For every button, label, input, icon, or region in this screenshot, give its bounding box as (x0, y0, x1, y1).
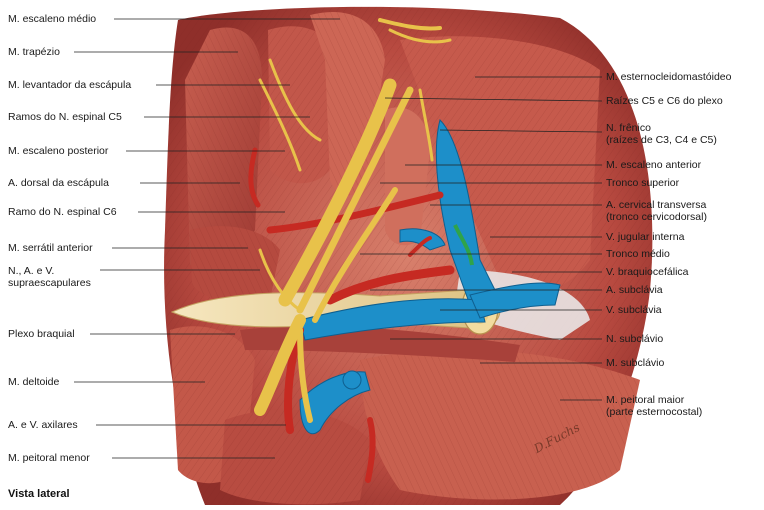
nerves (254, 18, 452, 423)
anterior-scalene-muscle (385, 107, 430, 246)
brachial-plexus-upper (278, 78, 397, 307)
label-deltoid: M. deltoide (8, 376, 60, 388)
dorsal-scapular-artery (248, 147, 261, 208)
label-c6-branch: Ramo do N. espinal C6 (8, 206, 117, 218)
subclavian-vein (299, 298, 486, 341)
leader-lines-right (360, 76, 603, 401)
label-pectoralis-minor: M. peitoral menor (8, 452, 90, 464)
caption: Vista lateral (8, 488, 70, 500)
green-vessel (453, 224, 474, 266)
label-trapezius: M. trapézio (8, 46, 60, 58)
label-subclavian-vein: V. subclávia (606, 304, 662, 316)
leader-lines-left (74, 18, 340, 459)
label-transverse-cervical-line1: A. cervical transversa (606, 199, 707, 211)
label-brachial-plexus: Plexo braquial (8, 328, 75, 340)
brachial-plexus-lower (254, 314, 306, 416)
label-pectoralis-major-line1: M. peitoral maior (606, 394, 685, 406)
label-superior-trunk: Tronco superior (606, 177, 680, 189)
label-suprascapular: N., A. e V. supraescapulares (8, 265, 91, 289)
label-axillary-vessels: A. e V. axilares (8, 419, 78, 431)
label-transverse-cervical-line2: (tronco cervicodorsal) (606, 211, 707, 223)
phrenic-nerve (418, 88, 434, 162)
label-c5-c6-roots: Raízes C5 e C6 do plexo (606, 95, 723, 107)
label-suprascapular-line2: supraescapulares (8, 277, 91, 289)
subclavian-artery (325, 265, 455, 305)
transverse-cervical-artery (266, 191, 444, 234)
label-posterior-scalene: M. escaleno posterior (8, 145, 109, 157)
label-dorsal-scapular-artery: A. dorsal da escápula (8, 177, 109, 189)
label-sternocleidomastoid: M. esternocleidomastóideo (606, 71, 732, 83)
label-suprascapular-line1: N., A. e V. (8, 265, 55, 277)
middle-trunk (312, 187, 398, 323)
label-middle-trunk: Tronco médio (606, 248, 670, 260)
arteries (248, 147, 455, 483)
c5-branches (268, 58, 322, 142)
label-middle-scalene: M. escaleno médio (8, 13, 97, 25)
label-pectoralis-major: M. peitoral maior (parte esternocostal) (606, 394, 702, 418)
label-phrenic-line2: (raízes de C3, C4 e C5) (606, 134, 717, 146)
label-internal-jugular-vein: V. jugular interna (606, 231, 685, 243)
label-subclavian-artery: A. subclávia (606, 284, 663, 296)
label-c5-branches: Ramos do N. espinal C5 (8, 111, 122, 123)
label-serratus-anterior: M. serrátil anterior (8, 242, 93, 254)
label-transverse-cervical-artery: A. cervical transversa (tronco cervicodo… (606, 199, 707, 223)
label-brachiocephalic-vein: V. braquiocefálica (606, 266, 689, 278)
label-anterior-scalene: M. escaleno anterior (606, 159, 702, 171)
label-phrenic-nerve: N. frênico (raízes de C3, C4 e C5) (606, 122, 717, 146)
brachiocephalic-vein (469, 282, 561, 319)
label-phrenic-line1: N. frênico (606, 122, 651, 134)
veins (299, 119, 561, 435)
label-subclavius-muscle: M. subclávio (606, 357, 665, 369)
label-levator-scapulae: M. levantador da escápula (8, 79, 132, 91)
label-pectoralis-major-line2: (parte esternocostal) (606, 406, 703, 418)
label-subclavian-nerve: N. subclávio (606, 333, 664, 345)
